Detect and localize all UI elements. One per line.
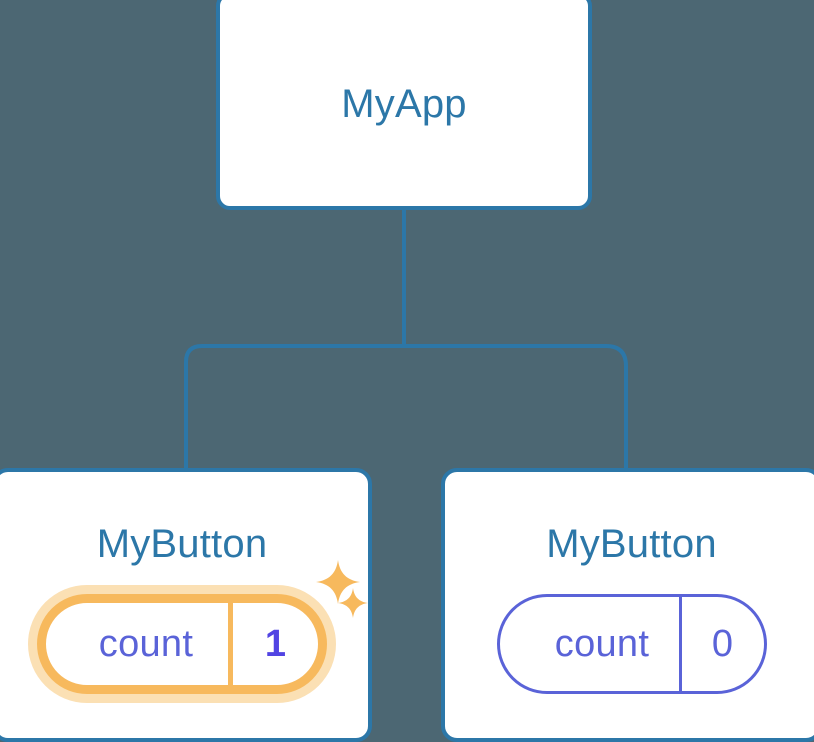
sparkle-small-icon (338, 588, 368, 618)
node-title: MyButton (546, 522, 717, 566)
node-title: MyApp (341, 82, 467, 126)
state-key: count (554, 622, 650, 665)
node-card-mybutton-1[interactable]: MyButton count 0 (441, 468, 814, 742)
sparkle-large-icon (316, 560, 360, 604)
node-title: MyButton (96, 522, 268, 566)
state-pill[interactable]: count 0 (496, 594, 767, 694)
state-key: count (98, 622, 194, 665)
state-pill-wrapper: count 1 (37, 594, 327, 694)
node-card-myapp[interactable]: MyApp (216, 0, 592, 210)
state-value: 1 (228, 603, 318, 685)
state-pill-highlighted[interactable]: count 1 (37, 594, 327, 694)
node-card-mybutton-0[interactable]: MyButton count 1 (0, 468, 372, 742)
state-pill-wrapper: count 0 (496, 594, 767, 694)
state-value: 0 (678, 597, 764, 691)
